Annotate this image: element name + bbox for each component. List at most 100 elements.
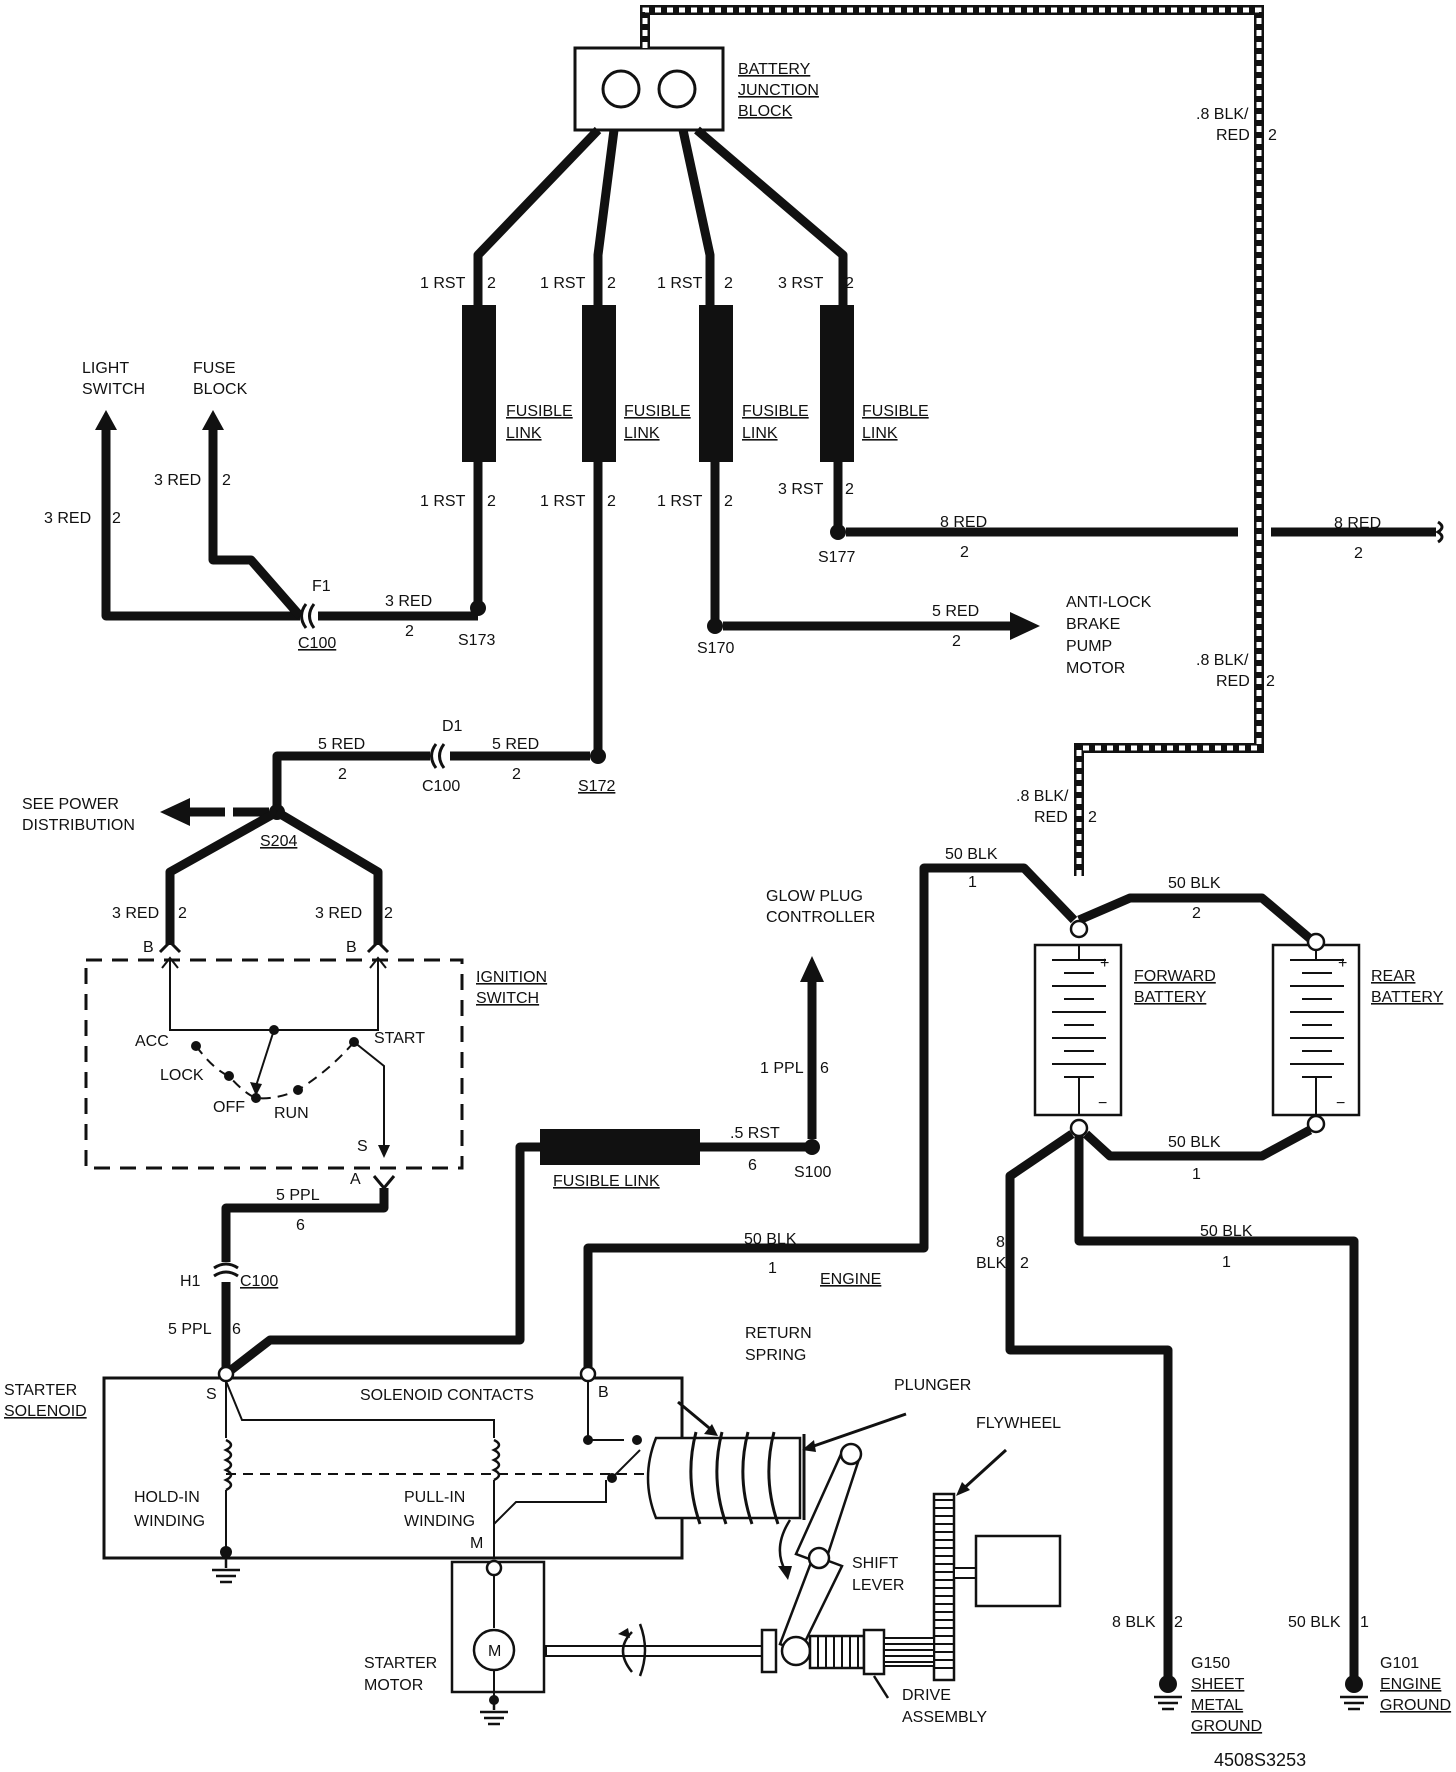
wire-label: 3 RED	[315, 905, 362, 922]
splice-label: S173	[458, 632, 495, 649]
abs-label-2: BRAKE	[1066, 616, 1120, 633]
see-power-label-2: DISTRIBUTION	[22, 817, 135, 834]
battery-junction-block	[573, 46, 725, 132]
wire-label: .8 BLK/	[1016, 788, 1069, 805]
rear-battery-label-2: BATTERY	[1371, 989, 1444, 1006]
wire-label: 1 RST	[657, 493, 703, 510]
connector-pin: F1	[312, 578, 331, 595]
circuit-label: 2	[724, 493, 733, 510]
g150-label-3: METAL	[1191, 1697, 1243, 1714]
forward-battery	[1033, 919, 1123, 1138]
position-run: RUN	[274, 1105, 309, 1122]
pull-in-label-2: WINDING	[404, 1513, 475, 1530]
wire-ign-b-left	[165, 808, 280, 945]
wire-label: .5 RST	[730, 1125, 780, 1142]
wire-label: 5 RED	[318, 736, 365, 753]
wire-label: 5 RED	[492, 736, 539, 753]
wire-label: 50 BLK	[1200, 1223, 1253, 1240]
circuit-label: 1	[968, 874, 977, 891]
circuit-label: 2	[952, 633, 961, 650]
drive-assembly-label-2: ASSEMBLY	[902, 1709, 987, 1726]
wire-label: 8 BLK	[1112, 1614, 1156, 1631]
return-spring-label-1: RETURN	[745, 1325, 812, 1342]
wire-label: 3 RED	[44, 510, 91, 527]
circuit-label: 2	[1354, 545, 1363, 562]
connector-pin: D1	[442, 718, 463, 735]
connector-c100-h1	[213, 1262, 239, 1278]
plunger-label: PLUNGER	[894, 1377, 971, 1394]
circuit-label: 2	[607, 275, 616, 292]
fl-label-1a: FUSIBLE	[506, 403, 573, 420]
starter-motor	[450, 1559, 546, 1726]
circuit-label: 2	[845, 481, 854, 498]
circuit-label: 6	[296, 1217, 305, 1234]
circuit-label: 2	[724, 275, 733, 292]
wire-label: 5 PPL	[276, 1187, 320, 1204]
circuit-label: 2	[1266, 673, 1275, 690]
splice-s172	[590, 748, 606, 764]
position-start: START	[374, 1030, 425, 1047]
starter-solenoid-label-2: SOLENOID	[4, 1403, 87, 1420]
drive-assembly-label-1: DRIVE	[902, 1687, 951, 1704]
fl-label-2b: LINK	[624, 425, 660, 442]
connector-c100-f1	[300, 603, 316, 629]
ignition-label-2: SWITCH	[476, 990, 539, 1007]
circuit-label: 2	[384, 905, 393, 922]
fusible-link-glow	[540, 1129, 700, 1165]
circuit-label: 2	[845, 275, 854, 292]
g150-label-1: G150	[1191, 1655, 1230, 1672]
terminal-b-node	[579, 1365, 597, 1383]
connector-label: C100	[240, 1273, 278, 1290]
fuse-block-label-1: FUSE	[193, 360, 236, 377]
battery-plus: +	[1100, 955, 1109, 972]
circuit-label: 2	[1088, 809, 1097, 826]
wire-label: 50 BLK	[1168, 875, 1221, 892]
terminal-b: B	[598, 1384, 609, 1401]
return-spring-label-2: SPRING	[745, 1347, 806, 1364]
arrow-up	[202, 410, 224, 430]
wire-label: 3 RST	[778, 275, 824, 292]
connector-pin: H1	[180, 1273, 201, 1290]
ignition-positions	[191, 1029, 390, 1158]
wire-label: 3 RST	[778, 481, 824, 498]
g150-label-2: SHEET	[1191, 1676, 1245, 1693]
splice-s170	[707, 618, 723, 634]
fusible-wire-1	[473, 126, 602, 305]
circuit-label: 2	[1020, 1255, 1029, 1272]
circuit-label: 2	[1174, 1614, 1183, 1631]
wire-label: 8 RED	[940, 514, 987, 531]
arrow-left	[160, 798, 190, 826]
wire-continues	[1435, 520, 1444, 544]
wire-label: 5 PPL	[168, 1321, 212, 1338]
arrow-right	[1010, 612, 1040, 640]
solenoid-contacts-label: SOLENOID CONTACTS	[360, 1387, 534, 1404]
wire-label: 8 RED	[1334, 515, 1381, 532]
g101-label-1: G101	[1380, 1655, 1419, 1672]
wire-label: 1 RST	[540, 493, 586, 510]
wire-label: 3 RED	[154, 472, 201, 489]
fusible-link-1	[462, 305, 496, 462]
hold-in-label-1: HOLD-IN	[134, 1489, 200, 1506]
splice-s177	[830, 524, 846, 540]
rear-battery	[1271, 932, 1361, 1134]
wire-label: 8	[996, 1234, 1005, 1251]
wire-label: 1 RST	[420, 275, 466, 292]
position-lock: LOCK	[160, 1067, 204, 1084]
wire-ign-b-right	[274, 808, 383, 945]
terminal-a-connector	[372, 1175, 396, 1191]
drive-assembly	[545, 1623, 935, 1699]
bjb-label-3: BLOCK	[738, 103, 793, 120]
wire-label: 3 RED	[385, 593, 432, 610]
shift-lever	[778, 1442, 863, 1654]
terminal-m: M	[470, 1535, 483, 1552]
wire-50blk-solenoid	[583, 863, 1078, 1368]
splice-label: S100	[794, 1164, 831, 1181]
circuit-label: 2	[338, 766, 347, 783]
circuit-label: 2	[112, 510, 121, 527]
fusible-wire-3	[678, 129, 715, 305]
abs-label-3: PUMP	[1066, 638, 1112, 655]
circuit-label: 6	[232, 1321, 241, 1338]
g101-label-3: GROUND	[1380, 1697, 1451, 1714]
starter-solenoid-box	[102, 1376, 684, 1560]
wire-5red-d1-left	[272, 751, 430, 812]
